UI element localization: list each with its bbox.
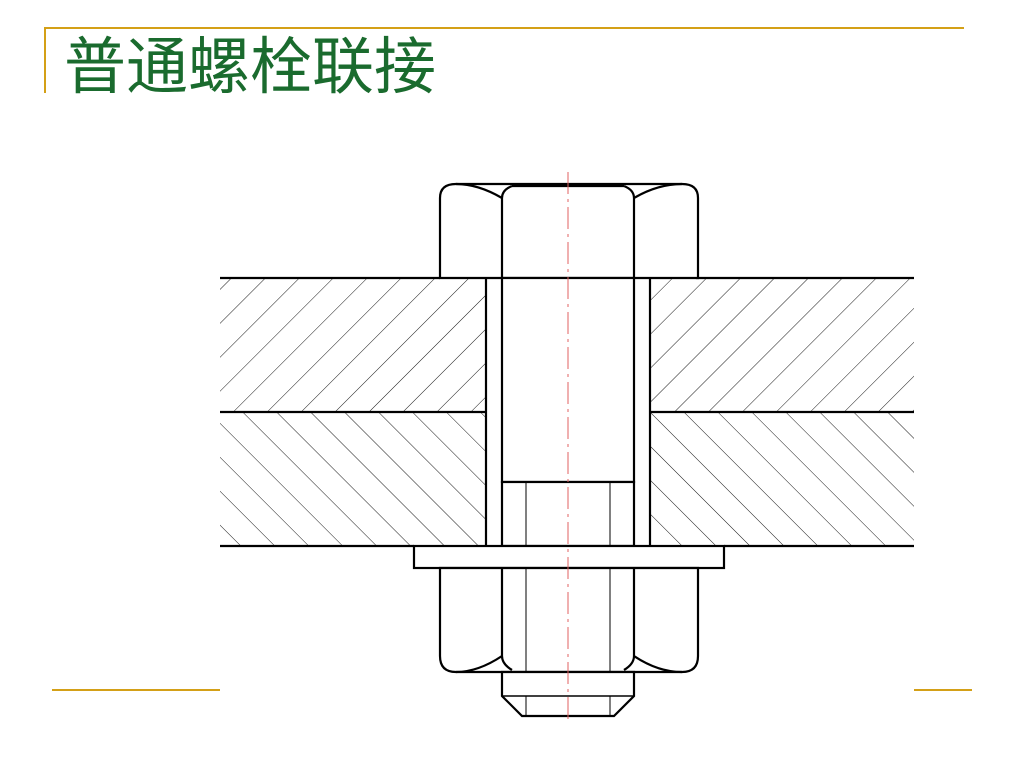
- bolt-tail: [500, 670, 636, 718]
- hex-nut: [438, 566, 700, 674]
- bolt-hole-walls: [484, 278, 652, 546]
- left-accent-rule: [44, 27, 46, 93]
- top-accent-rule: [46, 27, 964, 29]
- washer: [412, 544, 726, 570]
- upper-plate: [220, 278, 914, 412]
- bottom-right-rule: [914, 689, 972, 691]
- slide-title: 普通螺栓联接: [64, 30, 437, 103]
- plate-boundary-lines: [220, 276, 914, 548]
- lower-plate: [220, 412, 914, 546]
- bolt-head: [438, 182, 700, 280]
- bottom-left-rule: [52, 689, 220, 691]
